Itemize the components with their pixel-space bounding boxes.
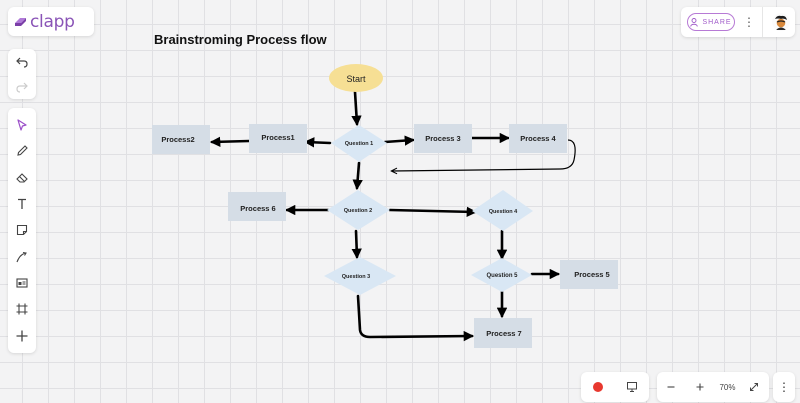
share-button[interactable]: SHARE — [687, 13, 735, 31]
logo-text: clapp — [30, 11, 75, 32]
question-5-node: Question 5 — [471, 258, 532, 292]
connector-process4-q1-loop — [392, 139, 576, 171]
process-7-label: Process 7 — [486, 329, 521, 338]
connector-start-q1 — [351, 90, 362, 127]
process-4-label: Process 4 — [520, 134, 556, 143]
share-label: SHARE — [702, 18, 732, 26]
zoom-level: 70% — [719, 382, 736, 392]
text-icon[interactable] — [12, 194, 32, 214]
zoom-panel: 70% — [657, 372, 769, 402]
connector-q2-q4 — [388, 206, 478, 218]
sticky-note-icon[interactable] — [12, 220, 32, 240]
process-2-label: Process2 — [161, 135, 194, 144]
connector-q1-process3 — [383, 135, 416, 146]
more-options-icon[interactable]: ⋮ — [743, 15, 755, 29]
fullscreen-icon[interactable] — [744, 377, 764, 397]
frame-icon[interactable] — [12, 299, 32, 319]
undo-icon[interactable] — [12, 52, 32, 72]
process-4-node: Process 4 — [509, 124, 567, 153]
logo[interactable]: clapp — [8, 7, 94, 36]
add-icon[interactable] — [12, 326, 32, 346]
avatar[interactable] — [772, 13, 790, 31]
process-6-label: Process 6 — [240, 204, 275, 213]
process-7-node: Process 7 — [474, 318, 532, 348]
record-button[interactable] — [588, 377, 608, 397]
connector-q3-process7 — [356, 294, 475, 342]
question-3-node: Question 3 — [324, 257, 396, 295]
redo-icon[interactable] — [12, 77, 32, 97]
question-5-label: Question 5 — [486, 273, 518, 279]
top-right-panel: SHARE ⋮ — [681, 7, 795, 37]
question-1-label: Question 1 — [345, 141, 373, 147]
divider — [762, 7, 763, 37]
process-1-label: Process1 — [261, 133, 294, 142]
pen-icon[interactable] — [12, 141, 32, 161]
process-6-node: Process 6 — [228, 192, 286, 221]
history-panel — [8, 49, 36, 99]
presentation-icon[interactable] — [622, 377, 642, 397]
process-5-label: Process 5 — [574, 270, 609, 279]
connector-process1-process2 — [209, 136, 251, 147]
question-4-label: Question 4 — [489, 209, 518, 215]
question-2-label: Question 2 — [344, 208, 372, 214]
connector-icon[interactable] — [12, 247, 32, 267]
process-2-node: Process2 — [152, 125, 210, 154]
clapp-logo-icon — [15, 17, 26, 26]
process-3-node: Process 3 — [414, 124, 472, 153]
zoom-in-icon[interactable] — [690, 377, 710, 397]
record-panel — [581, 372, 649, 402]
board-title: Brainstroming Process flow — [154, 32, 327, 47]
image-icon[interactable] — [12, 273, 32, 293]
process-1-node: Process1 — [249, 124, 307, 153]
avatar-image — [772, 13, 790, 31]
select-icon[interactable] — [12, 115, 32, 135]
question-4-node: Question 4 — [472, 190, 533, 231]
connector-q1-q2 — [352, 161, 363, 191]
zoom-out-icon[interactable] — [661, 377, 681, 397]
question-3-label: Question 3 — [342, 274, 370, 280]
question-2-node: Question 2 — [327, 190, 390, 230]
user-icon — [690, 17, 699, 27]
start-label: Start — [346, 74, 366, 84]
connector-q2-q3 — [351, 229, 362, 260]
question-1-node: Question 1 — [331, 125, 387, 162]
process-5-node: Process 5 — [560, 260, 618, 289]
more-menu-icon[interactable]: ⋮ — [773, 372, 795, 402]
connector-q1-process1 — [303, 137, 332, 148]
eraser-icon[interactable] — [12, 168, 32, 188]
start-node: Start — [329, 64, 383, 92]
process-3-label: Process 3 — [425, 134, 460, 143]
tools-panel — [8, 108, 36, 353]
